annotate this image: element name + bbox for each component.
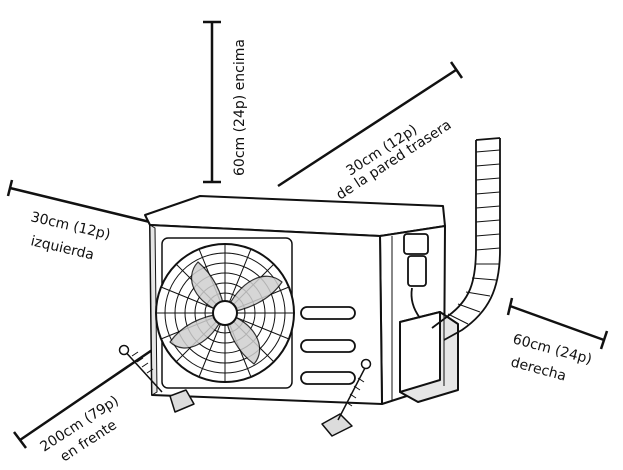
dimension-right (506, 297, 609, 350)
dimension-left (6, 179, 151, 224)
valve-cover (399, 311, 459, 403)
outdoor-unit (144, 195, 459, 437)
anchor-bolt-right (337, 358, 372, 421)
anchor-bolt-left (118, 344, 163, 393)
fan-grille (155, 237, 295, 389)
dimension-back (277, 61, 464, 188)
unit-feet (169, 389, 353, 437)
label-top: 60cm (24p) encima (232, 39, 248, 176)
refrigerant-pipe (431, 137, 501, 341)
side-vents (300, 306, 356, 385)
electrical-box (403, 233, 429, 319)
dimension-top (203, 20, 221, 184)
